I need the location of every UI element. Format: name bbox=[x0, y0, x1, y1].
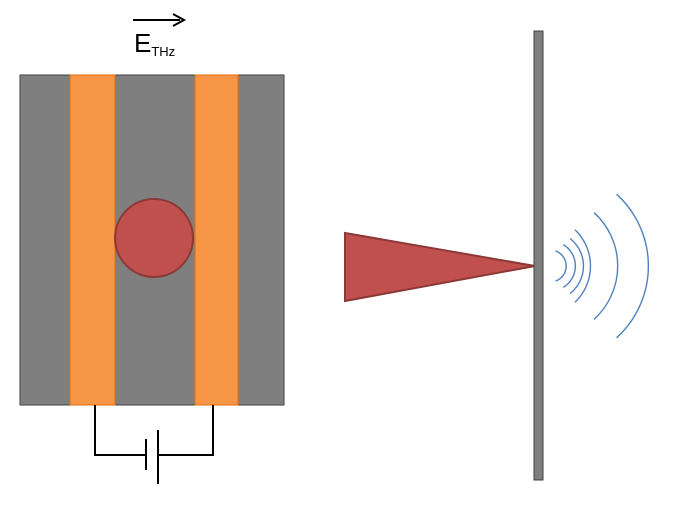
battery-icon bbox=[145, 430, 159, 484]
wave-arc-2 bbox=[562, 244, 576, 288]
wave-arc-1 bbox=[555, 250, 567, 282]
thz-wave-icon bbox=[555, 193, 650, 339]
field-label: ETHz bbox=[134, 28, 175, 59]
emitter-surface-icon bbox=[533, 30, 544, 481]
left-electrode bbox=[69, 74, 116, 406]
right-electrode bbox=[194, 74, 239, 406]
wave-arc-4 bbox=[574, 229, 592, 303]
laser-spot bbox=[114, 198, 194, 278]
wave-arc-3 bbox=[569, 237, 585, 295]
bias-circuit bbox=[94, 405, 214, 456]
laser-beam-icon bbox=[344, 231, 536, 303]
field-label-subscript: THz bbox=[151, 44, 175, 59]
field-arrow bbox=[133, 13, 187, 27]
field-label-letter: E bbox=[134, 28, 151, 58]
wave-arc-6 bbox=[616, 193, 650, 339]
wave-arc-5 bbox=[593, 212, 619, 320]
